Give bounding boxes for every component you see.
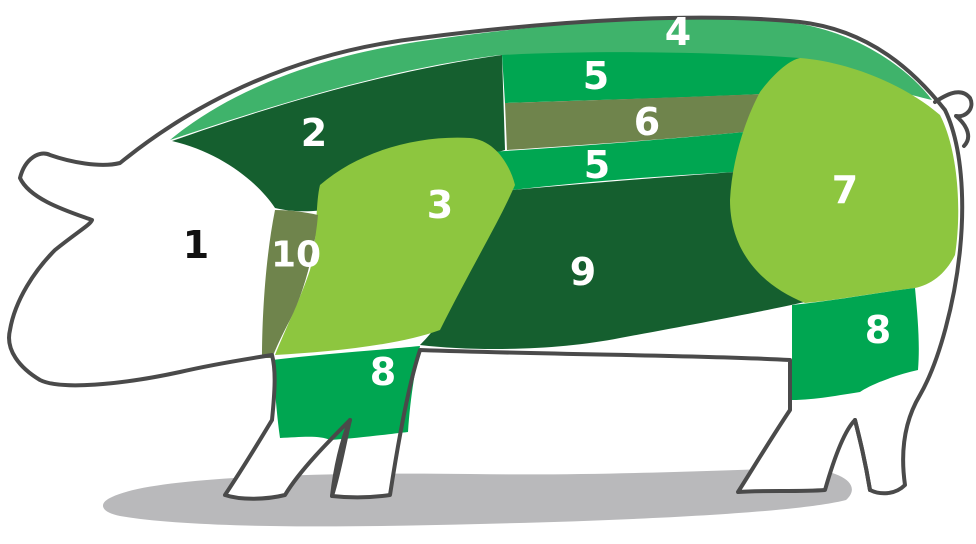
region-3 — [275, 137, 515, 355]
region-9 — [420, 172, 805, 350]
label-region-7: 7 — [832, 168, 858, 212]
label-region-9: 9 — [570, 250, 596, 294]
label-region-2: 2 — [301, 111, 327, 155]
label-region-8-front: 8 — [370, 350, 396, 394]
label-region-5-lower: 5 — [584, 143, 610, 187]
label-region-8-rear: 8 — [865, 308, 891, 352]
region-7 — [730, 58, 959, 303]
region-6 — [505, 94, 762, 150]
ground-shadow — [102, 468, 852, 527]
tail-outline — [933, 90, 974, 148]
region-4 — [170, 18, 932, 141]
region-8-front — [272, 346, 420, 440]
region-10 — [262, 210, 318, 358]
label-region-3: 3 — [427, 183, 453, 227]
region-8-rear — [792, 288, 919, 400]
label-region-5-upper: 5 — [583, 54, 609, 98]
label-region-1: 1 — [183, 223, 209, 267]
region-5-upper — [502, 52, 800, 103]
label-region-6: 6 — [634, 100, 660, 144]
front-leg-inner-outline — [330, 418, 352, 498]
label-region-4: 4 — [665, 10, 691, 54]
region-5-lower — [490, 132, 745, 190]
rear-leg-inner-outline — [853, 418, 872, 492]
label-region-10: 10 — [271, 235, 321, 276]
pig-outline — [7, 15, 965, 501]
